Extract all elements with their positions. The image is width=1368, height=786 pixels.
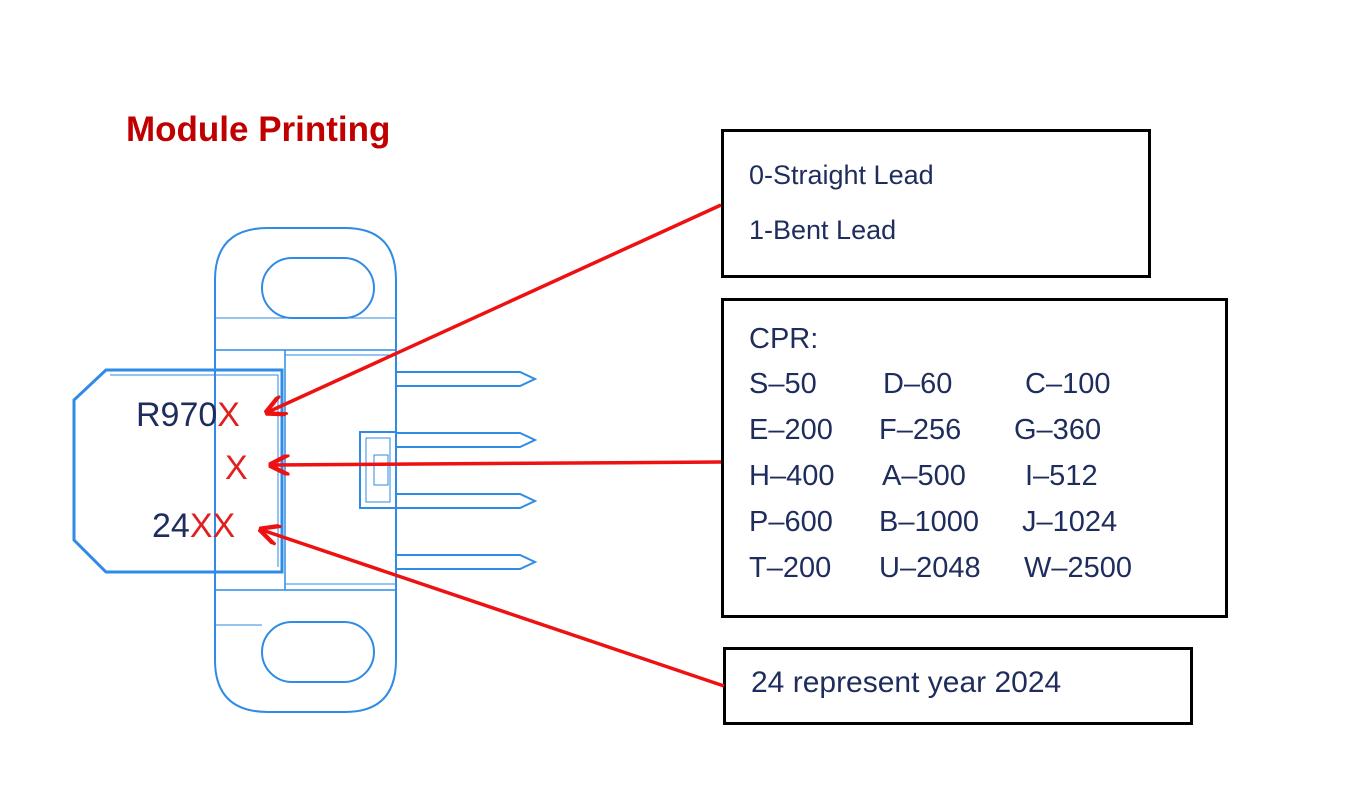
cpr-cell: S–50 xyxy=(749,368,817,400)
cpr-cell: H–400 xyxy=(749,460,835,492)
top-mounting-slot xyxy=(261,257,375,319)
pin-3 xyxy=(396,493,538,509)
pin-1 xyxy=(396,371,538,387)
cpr-cell: E–200 xyxy=(749,414,833,446)
cpr-cell: B–1000 xyxy=(879,506,979,538)
year-box: 24 represent year 2024 xyxy=(723,647,1193,725)
module-line-3-suffix: XX xyxy=(189,507,236,545)
cpr-cell: F–256 xyxy=(879,414,962,446)
module-line-1: R970X xyxy=(136,396,240,435)
cpr-box: CPR: S–50 D–60 C–100 E–200 F–256 G–360 H… xyxy=(721,298,1228,618)
cpr-cell: C–100 xyxy=(1025,368,1111,400)
cpr-cell: J–1024 xyxy=(1022,506,1118,538)
cpr-cell: G–360 xyxy=(1014,414,1102,446)
lead-option-straight: 0-Straight Lead xyxy=(749,160,934,190)
lead-type-box: 0-Straight Lead 1-Bent Lead xyxy=(721,129,1151,278)
module-line-1-suffix: X xyxy=(217,396,240,434)
module-line-1-prefix: R970 xyxy=(136,396,218,434)
cpr-cell: P–600 xyxy=(749,506,833,538)
cpr-cell: U–2048 xyxy=(879,552,981,584)
module-line-2: X xyxy=(225,449,248,487)
cpr-cell: W–2500 xyxy=(1024,552,1133,584)
cpr-cell: I–512 xyxy=(1025,460,1098,492)
cpr-cell: D–60 xyxy=(883,368,953,400)
connector-block xyxy=(359,431,397,509)
module-line-3-prefix: 24 xyxy=(152,507,190,545)
bottom-mounting-slot xyxy=(261,621,375,683)
pin-2 xyxy=(396,432,538,448)
pin-4 xyxy=(396,554,538,570)
lead-option-bent: 1-Bent Lead xyxy=(749,215,897,245)
year-description: 24 represent year 2024 xyxy=(751,666,1062,699)
diagram-title: Module Printing xyxy=(126,110,391,149)
cpr-cell: A–500 xyxy=(882,460,966,492)
module-line-3: 24XX xyxy=(152,507,235,546)
cpr-title: CPR: xyxy=(749,323,819,355)
cpr-cell: T–200 xyxy=(749,552,832,584)
